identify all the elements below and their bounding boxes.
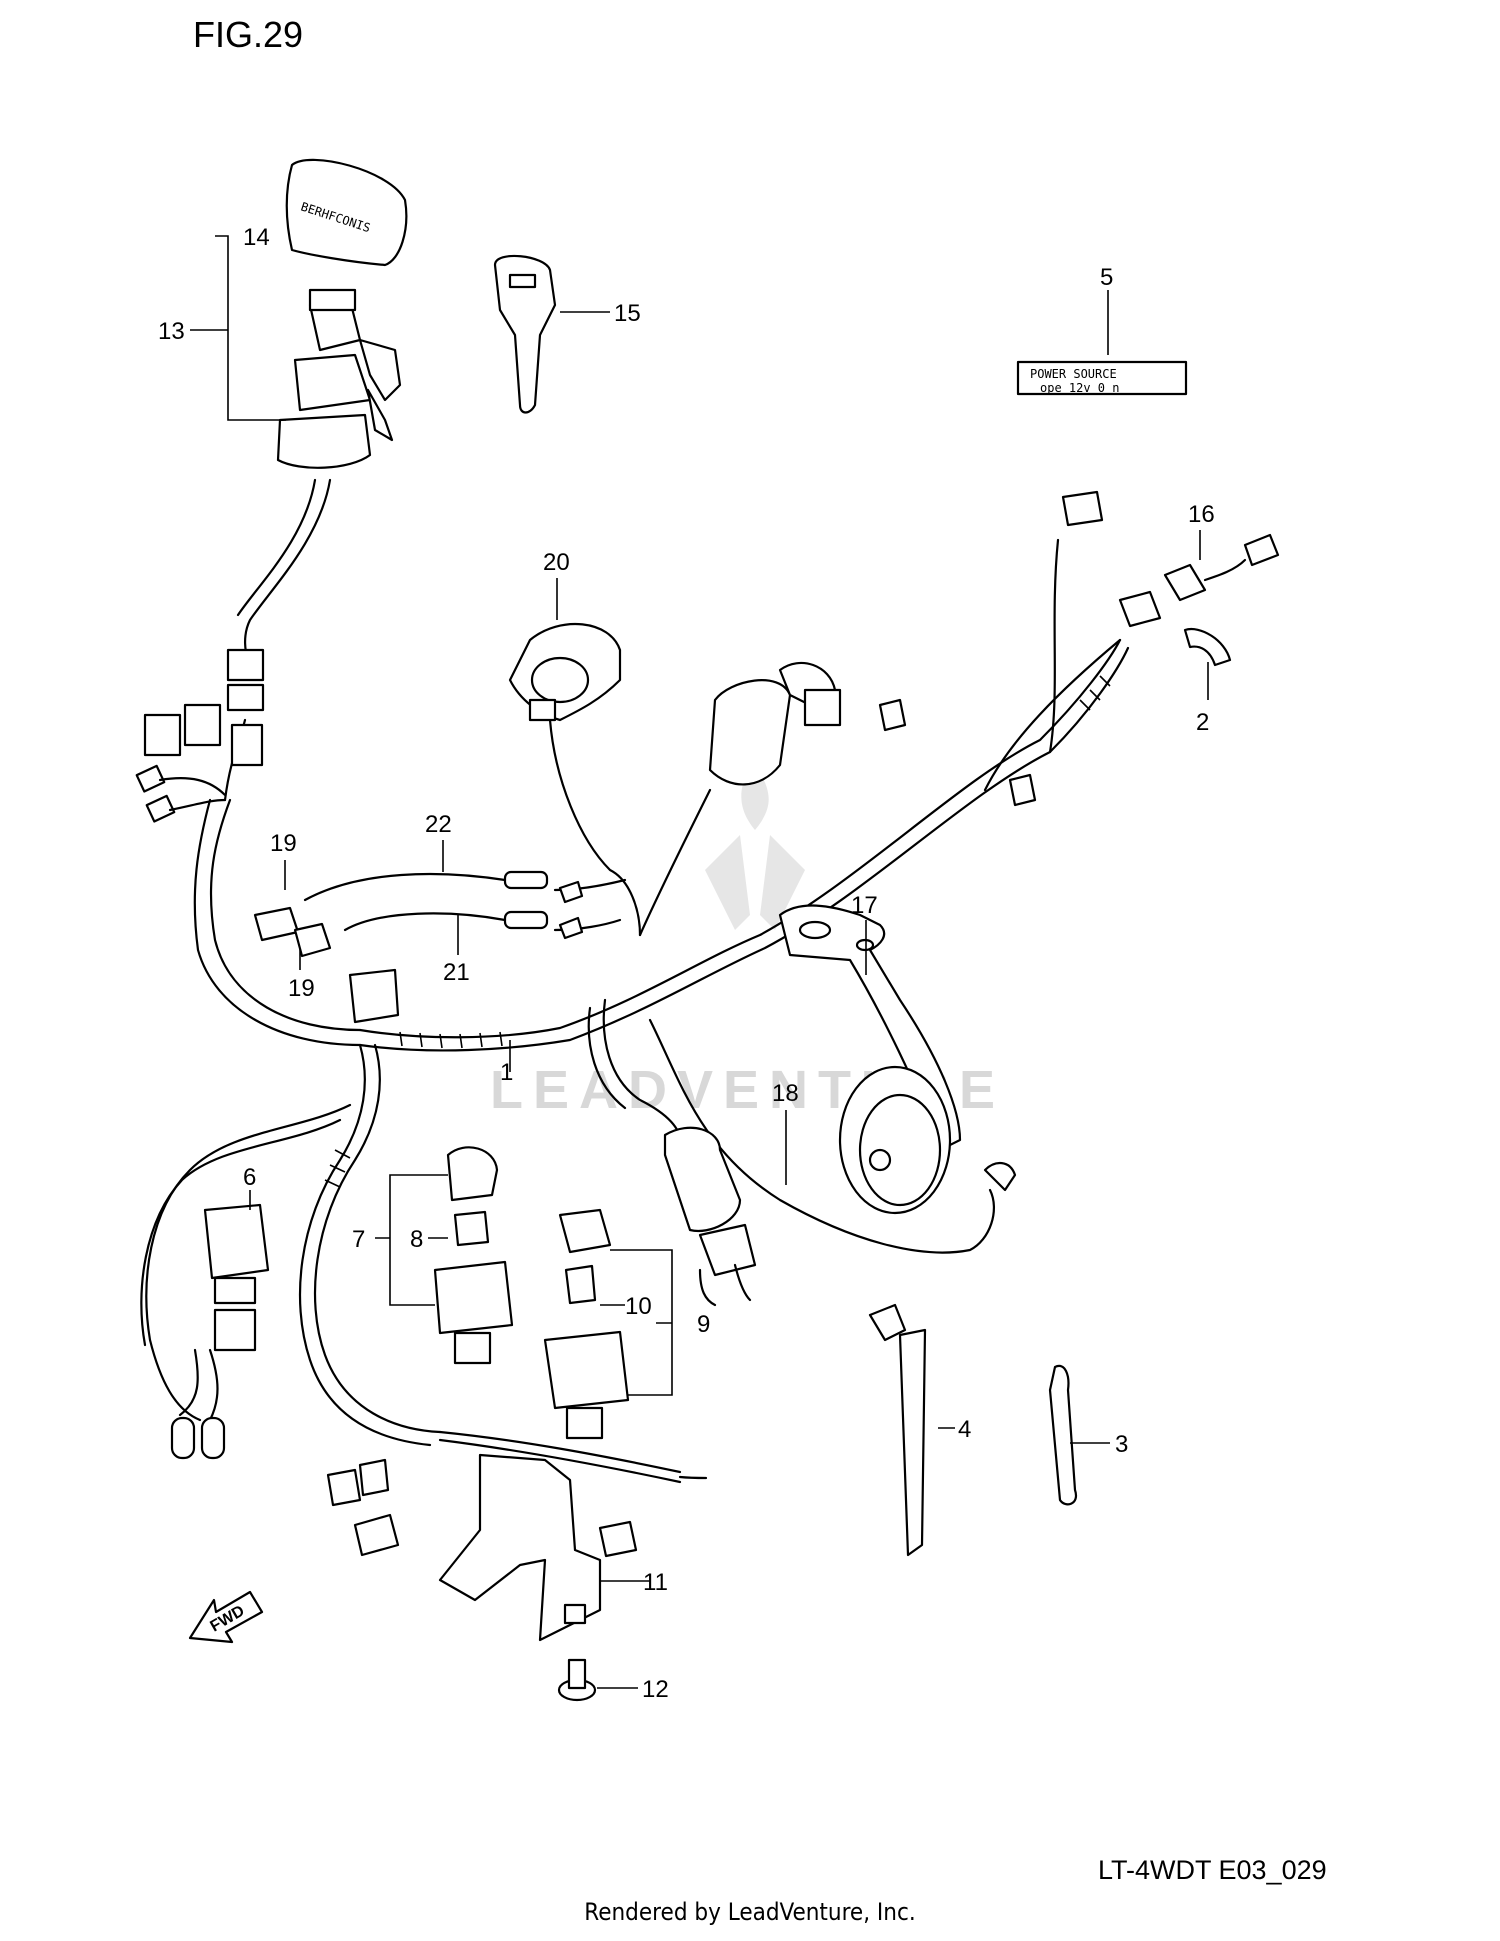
- top-right-connectors: [1061, 490, 1280, 667]
- callout-6: 6: [243, 1164, 256, 1191]
- callout-19-top: 19: [270, 830, 297, 857]
- handlebar-switch: [508, 622, 622, 722]
- callout-17: 17: [851, 892, 878, 919]
- harness-clip: [1048, 1364, 1078, 1506]
- lower-bracket-assembly: [326, 1453, 708, 1702]
- callout-15: 15: [614, 300, 641, 327]
- callout-16: 16: [1188, 501, 1215, 528]
- callout-5: 5: [1100, 264, 1113, 291]
- callout-13: 13: [158, 318, 185, 345]
- fuse-box-9: [543, 1208, 630, 1440]
- ignition-key: [493, 254, 557, 414]
- callout-1: 1: [500, 1059, 513, 1086]
- label-line-2: ope 12v 0 n: [1040, 381, 1119, 395]
- callout-14: 14: [243, 224, 270, 251]
- relay-6: [170, 1203, 270, 1460]
- callout-8: 8: [410, 1226, 423, 1253]
- lower-coil: [663, 1126, 757, 1307]
- callout-11: 11: [643, 1569, 668, 1596]
- horn-and-bracket: [778, 904, 1017, 1215]
- power-source-label: POWER SOURCE ope 12v 0 n: [1016, 360, 1188, 396]
- callout-10: 10: [625, 1293, 652, 1320]
- cable-tie: [868, 1303, 927, 1557]
- footer-credit: Rendered by LeadVenture, Inc.: [584, 1898, 916, 1926]
- small-connectors: [253, 870, 584, 1024]
- callout-2: 2: [1196, 709, 1209, 736]
- label-line-1: POWER SOURCE: [1030, 367, 1117, 381]
- figure-title: FIG.29: [193, 14, 304, 55]
- callout-21: 21: [443, 959, 470, 986]
- callout-9: 9: [697, 1311, 710, 1338]
- upper-coil: [708, 661, 1037, 807]
- fwd-arrow: FWD: [188, 1590, 264, 1644]
- callout-numbers: 1 2 3 4 5 6 7 8 9 10 11 12 13 14 15 16 1…: [158, 224, 1215, 1703]
- callout-20: 20: [543, 549, 570, 576]
- callout-19-bottom: 19: [288, 975, 315, 1002]
- callout-7: 7: [352, 1226, 365, 1253]
- callout-22: 22: [425, 811, 452, 838]
- callout-3: 3: [1115, 1431, 1128, 1458]
- ignition-switch-assembly: BERHFCONIS: [135, 158, 408, 823]
- leader-lines: [190, 235, 1209, 1689]
- callout-18: 18: [772, 1080, 799, 1107]
- callout-4: 4: [958, 1416, 971, 1443]
- diagram-code: LT-4WDT E03_029: [1098, 1855, 1327, 1885]
- fuse-box-7: [433, 1146, 514, 1365]
- main-wiring-harness: [140, 478, 1130, 1484]
- callout-12: 12: [642, 1676, 669, 1703]
